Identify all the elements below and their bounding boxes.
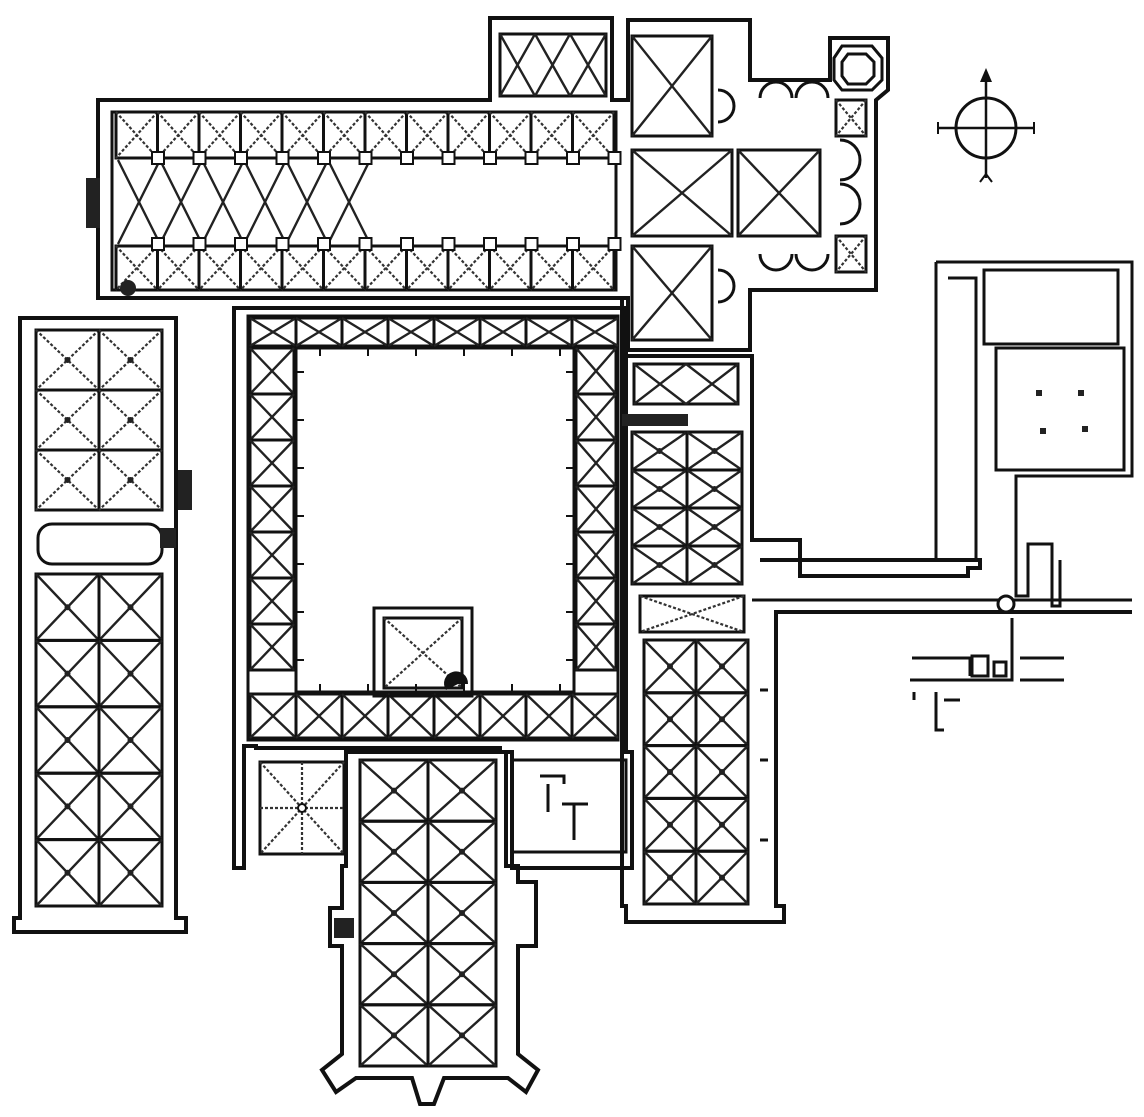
nave-pier	[607, 237, 622, 251]
vault-boss	[64, 670, 71, 677]
west-portal-stair	[86, 178, 100, 228]
vault-boss	[656, 524, 663, 530]
nave-pier	[358, 237, 373, 251]
vault-boss	[127, 417, 134, 423]
vault-boss	[459, 848, 465, 855]
nave-pier	[192, 237, 207, 251]
vault-boss	[719, 874, 725, 881]
vault-bay	[426, 1003, 498, 1068]
nave-pier	[441, 151, 456, 165]
nave-pier	[524, 151, 539, 165]
vault-boss	[656, 486, 663, 492]
vault-boss	[711, 524, 718, 530]
vault-boss	[64, 357, 71, 363]
nave-pier	[607, 151, 622, 165]
vault-boss	[667, 874, 673, 881]
vault-boss	[391, 848, 397, 855]
vault-boss	[459, 910, 465, 916]
east-range	[620, 298, 1132, 924]
nave-pier	[275, 237, 290, 251]
nave-pier	[566, 237, 580, 251]
vault-boss	[64, 803, 71, 810]
north-chapel	[498, 32, 608, 98]
vault-bay	[694, 849, 750, 906]
nave-pier	[358, 151, 373, 165]
vault-boss	[667, 821, 673, 828]
nave-pier	[151, 151, 165, 165]
vault-boss	[667, 663, 673, 670]
nave-pier	[317, 237, 331, 251]
nave-pier	[441, 237, 456, 251]
vault-boss	[711, 562, 718, 568]
vault-boss	[64, 417, 71, 423]
vault-bay	[97, 448, 164, 512]
vault-boss	[719, 769, 725, 775]
vault-boss	[127, 477, 134, 483]
vault-boss	[64, 604, 71, 611]
nave-pier	[192, 151, 207, 165]
vault-boss	[127, 869, 134, 876]
transept	[630, 34, 884, 342]
vault-boss	[459, 1032, 465, 1039]
vault-bay	[685, 544, 744, 586]
vault-boss	[127, 357, 134, 363]
vault-boss	[711, 448, 718, 454]
nave-pier	[483, 151, 497, 165]
nave-pier	[234, 151, 248, 165]
vault-boss	[667, 716, 673, 723]
nave-pier	[151, 237, 165, 251]
vault-boss	[391, 971, 397, 978]
nave-pier	[400, 151, 414, 165]
vault-boss	[64, 869, 71, 876]
vault-boss	[127, 604, 134, 611]
vault-boss	[656, 448, 663, 454]
east-outbuildings	[910, 260, 1134, 732]
vault-boss	[459, 971, 465, 978]
cloister	[232, 306, 634, 870]
nave-pier	[234, 237, 248, 251]
nave-pier	[483, 237, 497, 251]
compass-rose-icon	[937, 68, 1035, 183]
vault-boss	[127, 803, 134, 810]
vault-bay	[97, 838, 164, 908]
nave-pier	[400, 237, 414, 251]
west-range	[12, 316, 192, 934]
vault-boss	[127, 737, 134, 743]
nave-pier	[275, 151, 290, 165]
spiral-stair-nave	[120, 280, 136, 296]
vault-boss	[459, 787, 465, 794]
vault-boss	[64, 477, 71, 483]
nave-pier	[566, 151, 580, 165]
vault-boss	[719, 821, 725, 828]
vault-boss	[667, 769, 673, 775]
church-nave	[86, 16, 890, 352]
vault-bay	[571, 244, 616, 292]
vault-boss	[719, 716, 725, 723]
vault-boss	[127, 670, 134, 677]
vault-boss	[719, 663, 725, 670]
vault-bay	[571, 110, 616, 160]
vault-boss	[391, 910, 397, 916]
vault-boss	[64, 737, 71, 743]
nave-pier	[524, 237, 539, 251]
south-hall	[258, 750, 628, 1106]
vault-boss	[391, 1032, 397, 1039]
vault-boss	[656, 562, 663, 568]
vault-boss	[391, 787, 397, 794]
vault-boss	[711, 486, 718, 492]
nave-pier	[317, 151, 331, 165]
